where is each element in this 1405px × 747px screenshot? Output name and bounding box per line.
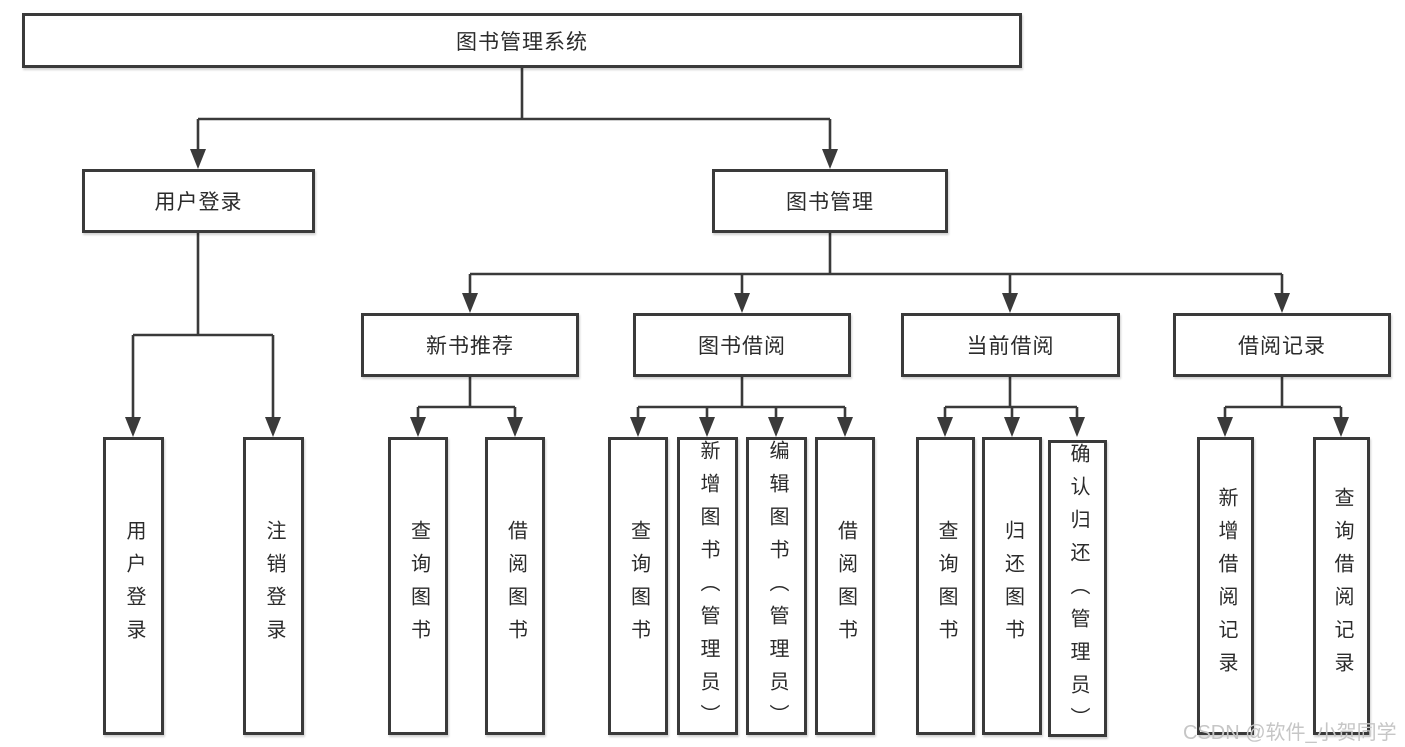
leaf-logout: 注销登录 (243, 437, 304, 735)
leaf-borrow-edit-book-admin: 编辑图书（管理员） (746, 437, 807, 737)
leaf-user-login: 用户登录 (103, 437, 164, 735)
leaf-current-return-book: 归还图书 (982, 437, 1042, 735)
leaf-add-borrow-record: 新增借阅记录 (1197, 437, 1254, 735)
leaf-borrow-add-book-admin: 新增图书（管理员） (677, 437, 738, 737)
node-label: 借阅图书 (834, 520, 857, 652)
node-library-management-system: 图书管理系统 (22, 13, 1022, 68)
leaf-borrow-query-book: 查询图书 (608, 437, 668, 735)
node-label: 借阅图书 (504, 520, 527, 652)
node-label: 查询图书 (935, 520, 957, 652)
node-label: 编辑图书（管理员） (766, 440, 788, 737)
leaf-current-query-book: 查询图书 (916, 437, 975, 735)
leaf-current-confirm-return-admin: 确认归还（管理员） (1048, 440, 1107, 740)
node-label: 图书管理系统 (456, 30, 588, 54)
node-borrowing-records: 借阅记录 (1173, 313, 1391, 377)
node-label: 图书借阅 (698, 335, 786, 358)
node-label: 图书管理 (786, 191, 874, 214)
node-label: 确认归还（管理员） (1067, 443, 1089, 740)
node-label: 注销登录 (263, 520, 285, 652)
node-label: 当前借阅 (966, 335, 1055, 358)
csdn-watermark: CSDN @软件_小贺同学 (1183, 722, 1397, 744)
node-label: 新增图书（管理员） (697, 440, 719, 737)
node-label: 查询图书 (407, 520, 430, 652)
node-new-book-recommendation: 新书推荐 (361, 313, 579, 377)
node-book-borrowing: 图书借阅 (633, 313, 851, 377)
node-current-borrowing: 当前借阅 (901, 313, 1120, 377)
node-book-management: 图书管理 (712, 169, 948, 233)
node-label: 归还图书 (1001, 520, 1024, 652)
leaf-recommend-query-book: 查询图书 (388, 437, 448, 735)
node-label: 查询图书 (627, 520, 650, 652)
leaf-recommend-borrow-book: 借阅图书 (485, 437, 545, 735)
node-label: 新增借阅记录 (1215, 487, 1237, 685)
node-label: 用户登录 (123, 520, 145, 652)
node-label: 新书推荐 (426, 335, 514, 358)
leaf-borrow-borrow-book: 借阅图书 (815, 437, 875, 735)
leaf-query-borrow-record: 查询借阅记录 (1313, 437, 1370, 735)
node-label: 借阅记录 (1238, 335, 1326, 358)
node-user-login: 用户登录 (82, 169, 315, 233)
node-label: 用户登录 (154, 191, 243, 214)
node-label: 查询借阅记录 (1331, 487, 1353, 685)
